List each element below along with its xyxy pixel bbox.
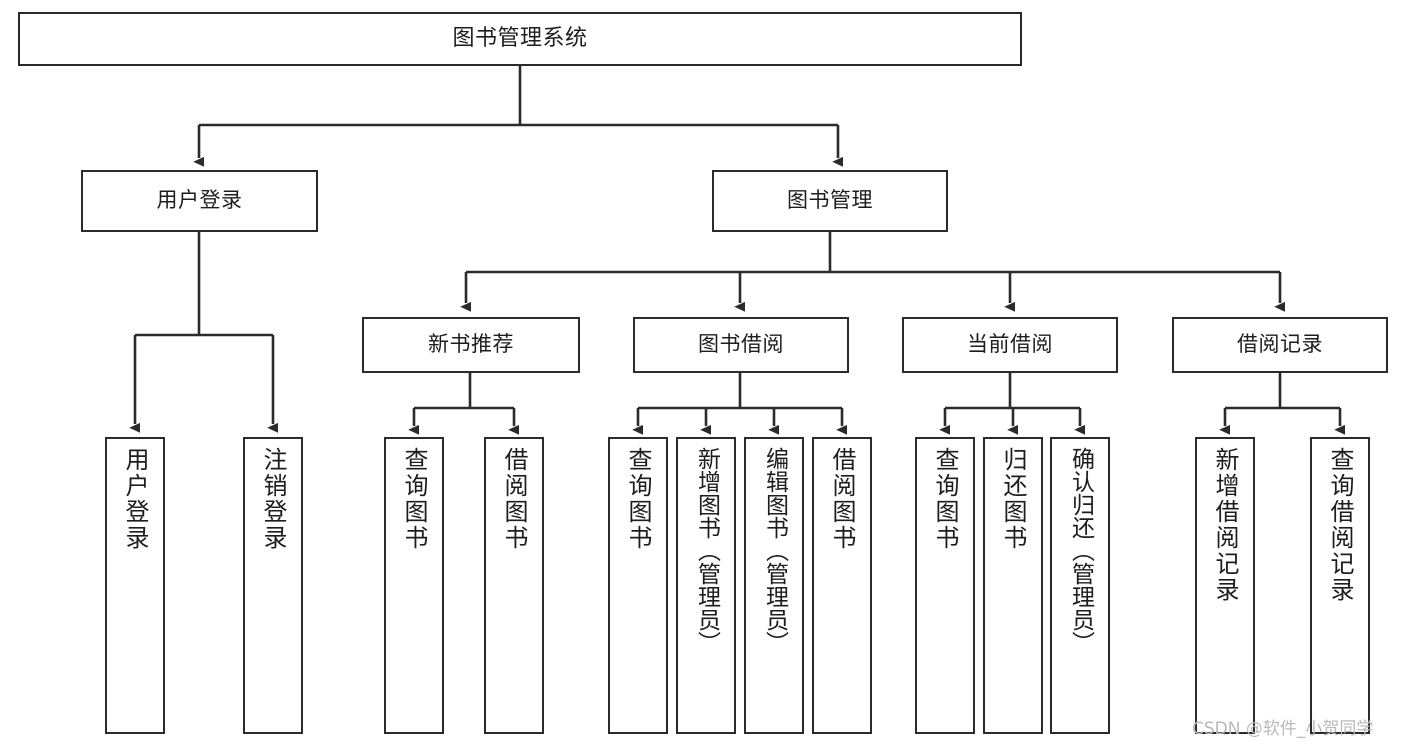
leaf-borrow-book[interactable]: 借阅图书: [812, 437, 872, 734]
leaf-confirm-return-admin[interactable]: 确认归还（管理员）: [1050, 437, 1110, 734]
leaf-add-book-admin[interactable]: 新增图书（管理员）: [676, 437, 736, 734]
node-book-borrow-label: 图书借阅: [698, 332, 784, 357]
node-borrow-record[interactable]: 借阅记录: [1172, 317, 1388, 373]
leaf-edit-book-admin-label: 编辑图书（管理员）: [761, 447, 788, 654]
leaf-query-book-current-label: 查询图书: [931, 447, 959, 551]
leaf-query-borrow-record[interactable]: 查询借阅记录: [1310, 437, 1370, 734]
node-new-book-recommend-label: 新书推荐: [428, 332, 514, 357]
leaf-borrow-book-recommend[interactable]: 借阅图书: [484, 437, 544, 734]
node-new-book-recommend[interactable]: 新书推荐: [362, 317, 580, 373]
node-book-management[interactable]: 图书管理: [712, 170, 948, 232]
leaf-query-borrow-record-label: 查询借阅记录: [1326, 447, 1354, 603]
node-current-borrow-label: 当前借阅: [967, 332, 1053, 357]
leaf-add-borrow-record[interactable]: 新增借阅记录: [1195, 437, 1255, 734]
leaf-user-login-label: 用户登录: [121, 447, 149, 551]
leaf-query-book-borrow[interactable]: 查询图书: [608, 437, 668, 734]
node-book-borrow[interactable]: 图书借阅: [633, 317, 849, 373]
node-borrow-record-label: 借阅记录: [1237, 332, 1323, 357]
leaf-logout[interactable]: 注销登录: [243, 437, 303, 734]
leaf-user-login[interactable]: 用户登录: [105, 437, 165, 734]
leaf-query-book-recommend-label: 查询图书: [400, 447, 428, 551]
leaf-query-book-borrow-label: 查询图书: [624, 447, 652, 551]
node-root-label: 图书管理系统: [452, 25, 588, 51]
node-user-login-label: 用户登录: [156, 188, 243, 213]
leaf-borrow-book-recommend-label: 借阅图书: [500, 447, 528, 551]
leaf-borrow-book-label: 借阅图书: [828, 447, 856, 551]
node-root[interactable]: 图书管理系统: [18, 12, 1022, 66]
leaf-logout-label: 注销登录: [259, 447, 287, 551]
leaf-add-borrow-record-label: 新增借阅记录: [1211, 447, 1239, 603]
leaf-edit-book-admin[interactable]: 编辑图书（管理员）: [744, 437, 804, 734]
leaf-query-book-recommend[interactable]: 查询图书: [384, 437, 444, 734]
node-book-management-label: 图书管理: [787, 188, 873, 213]
node-current-borrow[interactable]: 当前借阅: [902, 317, 1118, 373]
leaf-add-book-admin-label: 新增图书（管理员）: [693, 447, 720, 654]
leaf-return-book-label: 归还图书: [999, 447, 1027, 551]
node-user-login[interactable]: 用户登录: [81, 170, 318, 232]
leaf-query-book-current[interactable]: 查询图书: [915, 437, 975, 734]
leaf-confirm-return-admin-label: 确认归还（管理员）: [1067, 447, 1094, 654]
leaf-return-book[interactable]: 归还图书: [983, 437, 1043, 734]
